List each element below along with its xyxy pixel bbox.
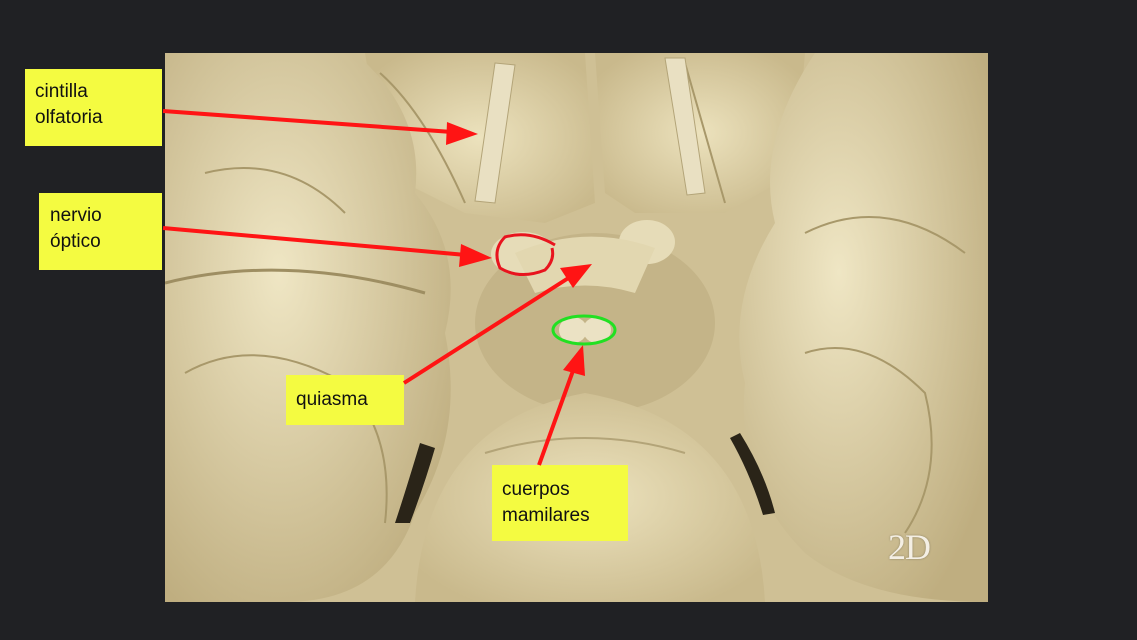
label-line: cuerpos xyxy=(502,479,570,500)
label-nervio-optico: nervio óptico xyxy=(39,193,162,270)
label-line: mamilares xyxy=(502,505,590,526)
label-line: olfatoria xyxy=(35,107,103,128)
label-line: cintilla xyxy=(35,81,88,102)
label-quiasma: quiasma xyxy=(286,375,404,425)
label-cintilla-olfatoria: cintilla olfatoria xyxy=(25,69,162,146)
label-line: óptico xyxy=(50,231,101,252)
label-line: nervio xyxy=(50,205,102,226)
watermark-2d: 2D xyxy=(888,527,931,567)
label-cuerpos-mamilares: cuerpos mamilares xyxy=(492,465,628,541)
label-line: quiasma xyxy=(296,389,368,410)
